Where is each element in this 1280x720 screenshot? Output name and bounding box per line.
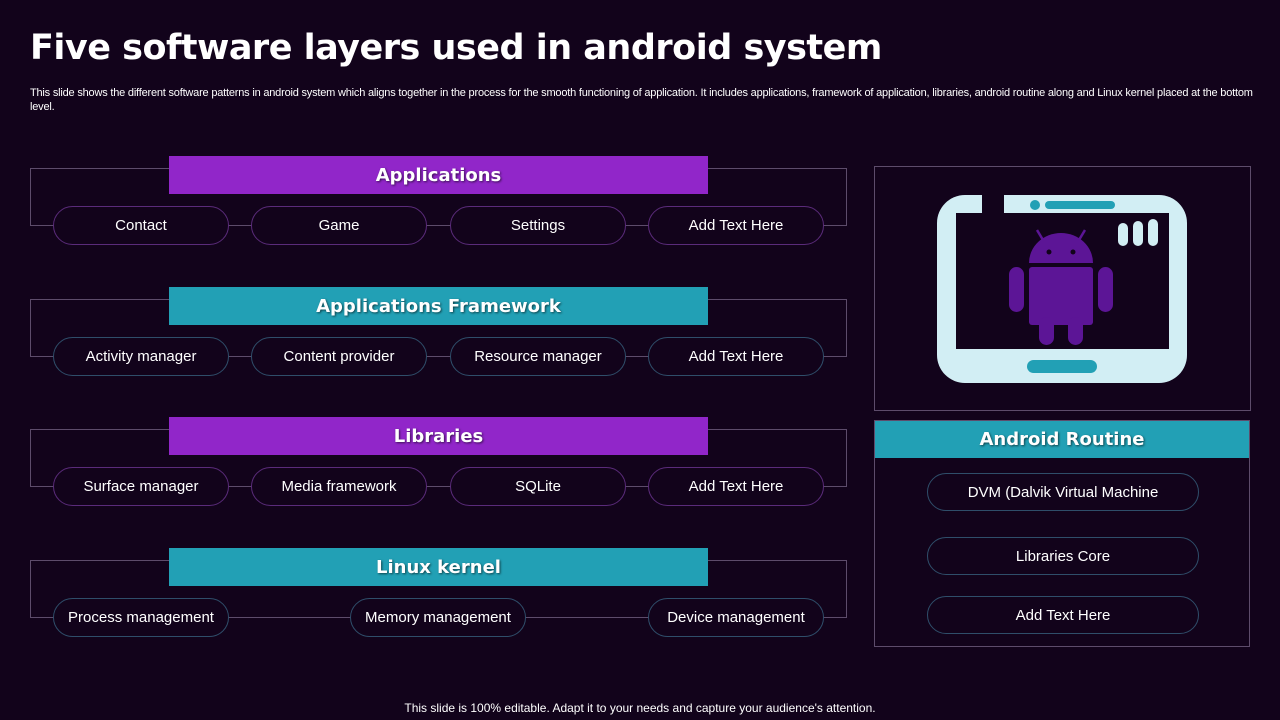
layer-applications-framework: Applications Framework Activity manager …: [30, 287, 847, 387]
layer-item: Memory management: [350, 598, 526, 637]
layer-item: Process management: [53, 598, 229, 637]
layer-libraries: Libraries Surface manager Media framewor…: [30, 417, 847, 517]
layer-item: Surface manager: [53, 467, 229, 506]
layer-item: Settings: [450, 206, 626, 245]
android-illustration-panel: [874, 166, 1251, 411]
connector-line: [53, 486, 824, 487]
layer-item: SQLite: [450, 467, 626, 506]
layer-item: Resource manager: [450, 337, 626, 376]
layer-item: Add Text Here: [648, 467, 824, 506]
layer-items: Activity manager Content provider Resour…: [53, 337, 824, 376]
layer-items: Surface manager Media framework SQLite A…: [53, 467, 824, 506]
routine-item: Libraries Core: [927, 537, 1199, 575]
slide-footer: This slide is 100% editable. Adapt it to…: [404, 701, 876, 715]
layer-item: Add Text Here: [648, 337, 824, 376]
layer-applications: Applications Contact Game Settings Add T…: [30, 156, 847, 256]
slide-title: Five software layers used in android sys…: [30, 28, 882, 68]
connector-line: [53, 356, 824, 357]
layer-item: Add Text Here: [648, 206, 824, 245]
routine-item: DVM (Dalvik Virtual Machine: [927, 473, 1199, 511]
layer-header: Libraries: [169, 417, 708, 455]
android-routine-panel: Android Routine DVM (Dalvik Virtual Mach…: [874, 420, 1250, 647]
layer-header: Applications: [169, 156, 708, 194]
layer-items: Process management Memory management Dev…: [53, 598, 824, 637]
layer-linux-kernel: Linux kernel Process management Memory m…: [30, 548, 847, 648]
connector-line: [53, 225, 824, 226]
layer-items: Contact Game Settings Add Text Here: [53, 206, 824, 245]
slide-subtitle: This slide shows the different software …: [30, 87, 1253, 113]
layer-item: Device management: [648, 598, 824, 637]
layer-item: Activity manager: [53, 337, 229, 376]
android-tablet-icon: [937, 195, 1187, 383]
layer-item: Contact: [53, 206, 229, 245]
routine-item: Add Text Here: [927, 596, 1199, 634]
layer-header: Linux kernel: [169, 548, 708, 586]
layer-item: Game: [251, 206, 427, 245]
layer-item: Content provider: [251, 337, 427, 376]
layer-header: Applications Framework: [169, 287, 708, 325]
android-routine-header: Android Routine: [875, 421, 1249, 458]
layer-item: Media framework: [251, 467, 427, 506]
